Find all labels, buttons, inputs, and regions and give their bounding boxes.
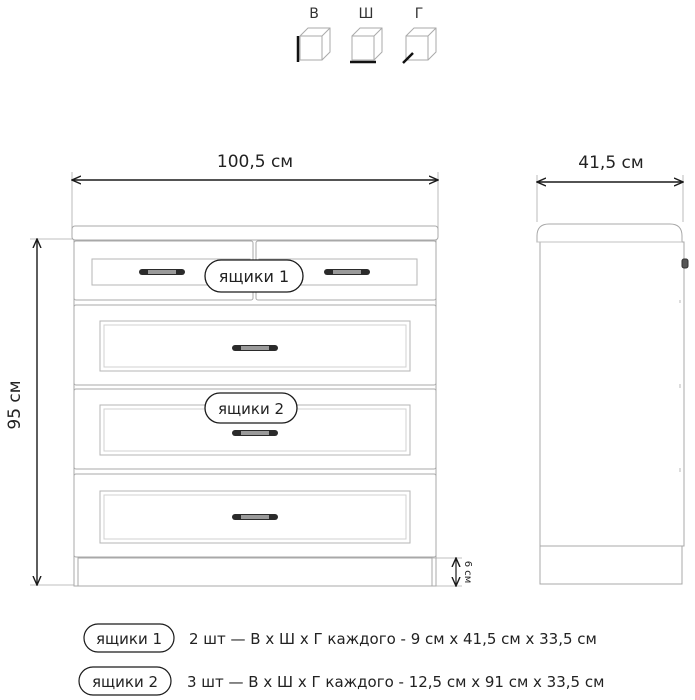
width-dimension: 100,5 см — [72, 152, 438, 236]
handle-large-2 — [232, 430, 278, 436]
dresser-front-view — [71, 225, 439, 587]
note-1-text: 2 шт — В х Ш х Г каждого - 9 см х 41,5 с… — [189, 630, 597, 648]
dresser-plinth — [77, 557, 433, 587]
axis-legend: В Ш Г — [296, 6, 437, 64]
height-letter: В — [309, 6, 319, 22]
depth-letter: Г — [415, 6, 424, 22]
notes: ящики 1 2 шт — В х Ш х Г каждого - 9 см … — [78, 623, 604, 696]
callout-drawers-2-label: ящики 2 — [218, 400, 284, 418]
note-2-tag: ящики 2 — [92, 673, 158, 691]
note-2-text: 3 шт — В х Ш х Г каждого - 12,5 см х 91 … — [187, 673, 604, 691]
height-label: 95 см — [5, 380, 25, 429]
height-cube-icon — [296, 27, 331, 62]
callout-drawers-2: ящики 2 — [204, 392, 298, 424]
width-letter: Ш — [359, 6, 374, 22]
note-drawers-1: ящики 1 2 шт — В х Ш х Г каждого - 9 см … — [83, 623, 597, 653]
depth-label: 41,5 см — [578, 153, 643, 173]
callout-drawers-1: ящики 1 — [204, 259, 304, 293]
handle-small-left — [139, 269, 185, 275]
handle-large-1 — [232, 345, 278, 351]
plinth-label: 6 см — [462, 561, 473, 584]
handle-large-3 — [232, 514, 278, 520]
handle-small-right — [324, 269, 370, 275]
dresser-top — [71, 225, 439, 241]
width-cube-icon — [350, 27, 383, 64]
note-drawers-2: ящики 2 3 шт — В х Ш х Г каждого - 12,5 … — [78, 666, 604, 696]
plinth-dimension: 6 см — [432, 558, 473, 586]
callout-drawers-1-label: ящики 1 — [219, 267, 289, 286]
drawer-handles — [139, 269, 370, 520]
side-plinth — [539, 545, 683, 585]
height-dimension: 95 см — [5, 239, 80, 585]
note-1-tag: ящики 1 — [96, 630, 162, 648]
depth-dimension: 41,5 см — [537, 153, 683, 222]
width-label: 100,5 см — [217, 152, 293, 172]
dresser-side-view — [536, 223, 689, 585]
side-handle-knob — [681, 258, 689, 269]
depth-cube-icon — [402, 27, 437, 64]
